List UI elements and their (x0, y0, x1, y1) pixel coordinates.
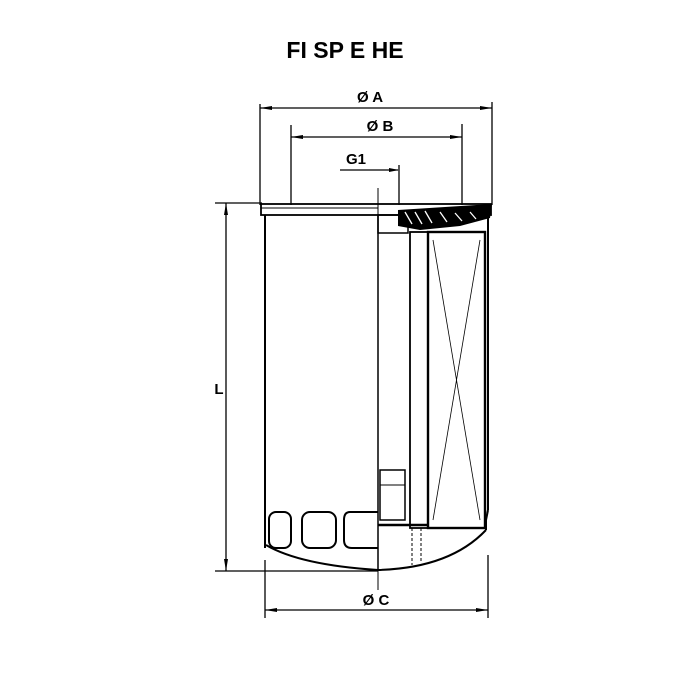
drawing-title: FI SP E HE (286, 37, 403, 63)
thread-section-hatch (398, 204, 492, 230)
label-thread-g1: G1 (346, 151, 366, 168)
label-diameter-b: Ø B (367, 118, 394, 135)
label-length: L (214, 381, 223, 398)
filter-body (260, 203, 492, 572)
dimension-lines (215, 102, 493, 618)
label-diameter-c: Ø C (363, 592, 390, 609)
arrowheads (224, 106, 492, 612)
label-diameter-a: Ø A (357, 89, 383, 106)
